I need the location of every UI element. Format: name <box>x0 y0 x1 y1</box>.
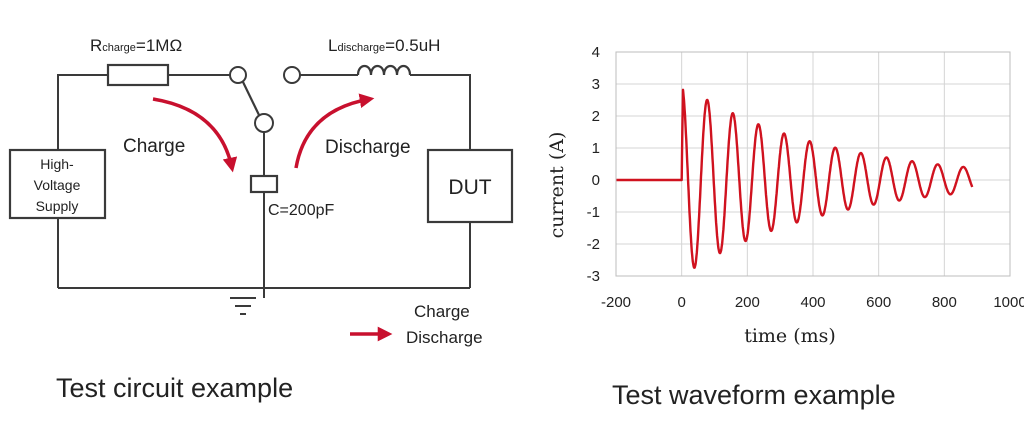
supply-label-line-1: High- <box>40 156 74 172</box>
inductor-symbol <box>356 64 412 76</box>
circuit-labels: Rcharge=1MΩ Ldischarge=0.5uH Charge Disc… <box>34 36 492 403</box>
x-tick-label: 1000 <box>993 294 1024 311</box>
charge-arrow <box>152 97 238 173</box>
y-tick-label: 0 <box>592 172 600 189</box>
capacitor-label: C=200pF <box>268 202 334 219</box>
supply-label-line-3: Supply <box>36 198 79 214</box>
y-tick-label: -2 <box>587 236 600 253</box>
x-tick-labels: -200 0 200 400 600 800 1000 <box>601 294 1024 311</box>
y-tick-label: 2 <box>592 108 600 125</box>
waveform-caption: Test waveform example <box>612 380 896 410</box>
y-axis-label: current (A) <box>546 132 568 239</box>
wire-inductor-to-dut <box>410 74 471 150</box>
circuit-caption: Test circuit example <box>56 373 293 403</box>
y-tick-label: -3 <box>587 268 600 285</box>
x-axis-label: time (ms) <box>744 325 836 347</box>
inductor-label: Ldischarge=0.5uH <box>328 36 440 55</box>
dut-box <box>426 148 514 224</box>
x-tick-label: 800 <box>932 294 957 311</box>
y-tick-label: 4 <box>592 44 600 61</box>
wire-top-left <box>57 74 108 150</box>
legend-discharge-label: Discharge <box>406 328 483 347</box>
charge-label: Charge <box>123 136 185 157</box>
y-tick-label: 1 <box>592 140 600 157</box>
high-voltage-supply-box <box>8 148 107 220</box>
discharge-arrow <box>294 93 375 169</box>
supply-label-line-2: Voltage <box>34 177 81 193</box>
x-tick-label: 400 <box>800 294 825 311</box>
legend-charge-label: Charge <box>414 302 470 321</box>
switch-pivot <box>254 113 274 133</box>
dut-label: DUT <box>448 176 491 199</box>
y-tick-labels: -3 -2 -1 0 1 2 3 4 <box>587 44 600 285</box>
x-tick-label: 600 <box>866 294 891 311</box>
plot-frame <box>615 51 1011 277</box>
resistor-label: Rcharge=1MΩ <box>90 36 182 55</box>
x-tick-label: 200 <box>735 294 760 311</box>
discharge-label: Discharge <box>325 137 411 158</box>
capacitor-symbol <box>249 174 279 194</box>
x-tick-label: -200 <box>601 294 631 311</box>
current-waveform <box>615 88 974 269</box>
y-tick-label: 3 <box>592 76 600 93</box>
test-circuit-diagram <box>8 63 514 342</box>
y-tick-label: -1 <box>587 204 600 221</box>
switch-blade <box>242 81 260 116</box>
resistor-symbol <box>106 63 170 87</box>
x-tick-label: 0 <box>677 294 685 311</box>
switch-contact-right <box>283 66 301 84</box>
waveform-chart: -200 0 200 400 600 800 1000 -3 -2 -1 0 1 2 3 4 time (… <box>546 44 1024 410</box>
switch-contact-left <box>229 66 247 84</box>
